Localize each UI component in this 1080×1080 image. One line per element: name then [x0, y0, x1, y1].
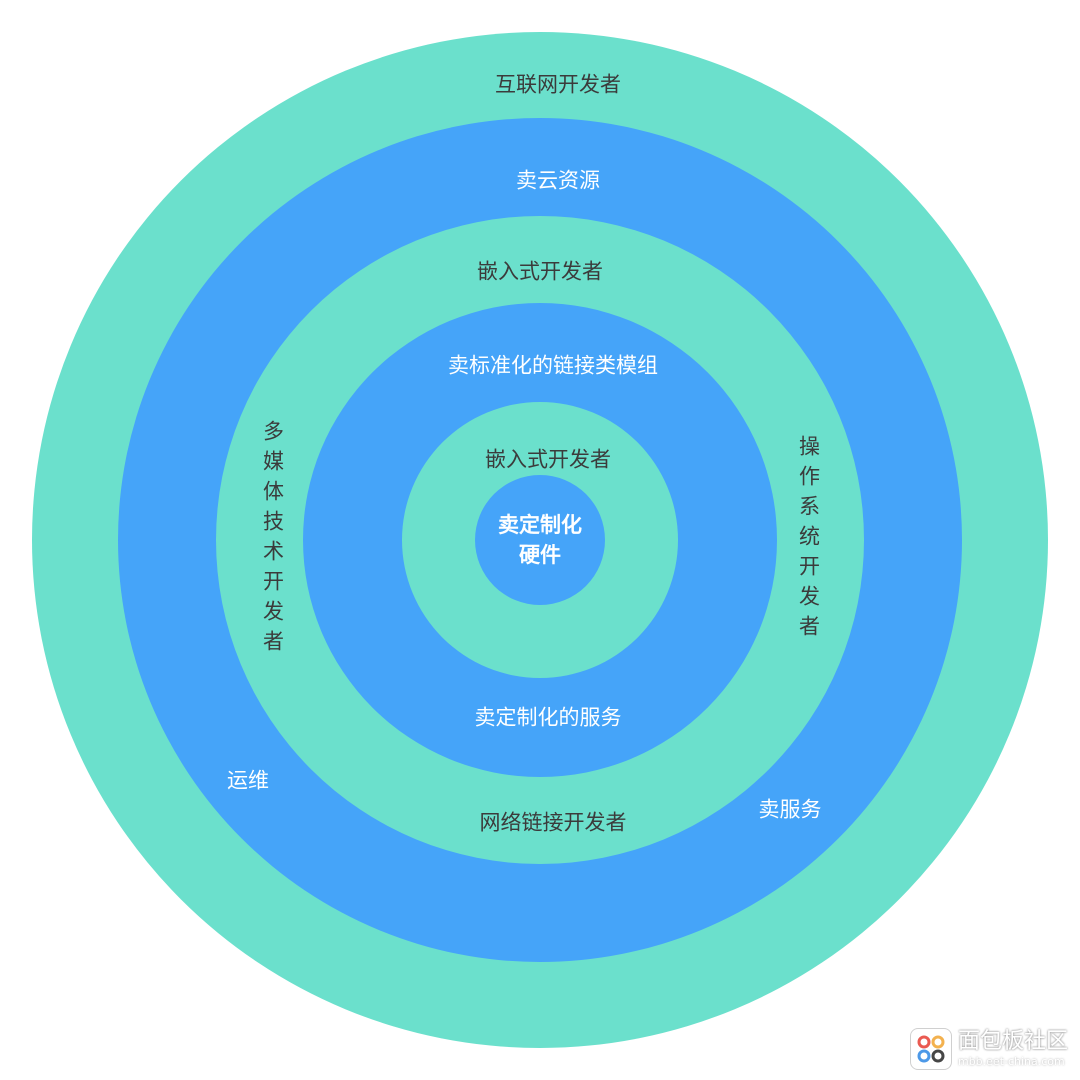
label-embedded-developers-outer: 嵌入式开发者 [477, 259, 603, 284]
label-os-developers: 操作系统开发者 [796, 435, 821, 645]
label-sell-custom-services: 卖定制化的服务 [474, 705, 622, 730]
watermark-title: 面包板社区 [957, 1029, 1068, 1055]
watermark: 面包板社区 mbb.eet-china.com [909, 1028, 1068, 1070]
core-blue [475, 475, 605, 605]
core-line-1: 卖定制化 [498, 513, 582, 537]
label-embedded-developers-inner: 嵌入式开发者 [485, 447, 611, 472]
label-operations: 运维 [227, 768, 269, 793]
logo-icon [909, 1028, 952, 1070]
core-line-2: 硬件 [519, 543, 561, 567]
watermark-text: 面包板社区 mbb.eet-china.com [957, 1029, 1068, 1068]
label-sell-standard-modules: 卖标准化的链接类模组 [448, 353, 658, 378]
label-multimedia-developers: 多媒体技术开发者 [260, 420, 285, 660]
label-sell-services: 卖服务 [758, 797, 822, 822]
watermark-url: mbb.eet-china.com [957, 1054, 1065, 1068]
label-network-developers: 网络链接开发者 [479, 810, 627, 835]
label-sell-cloud-resources: 卖云资源 [516, 168, 600, 193]
logo-mark [917, 1035, 945, 1063]
label-custom-hardware: 卖定制化 硬件 [490, 510, 590, 570]
label-internet-developers: 互联网开发者 [495, 72, 621, 97]
